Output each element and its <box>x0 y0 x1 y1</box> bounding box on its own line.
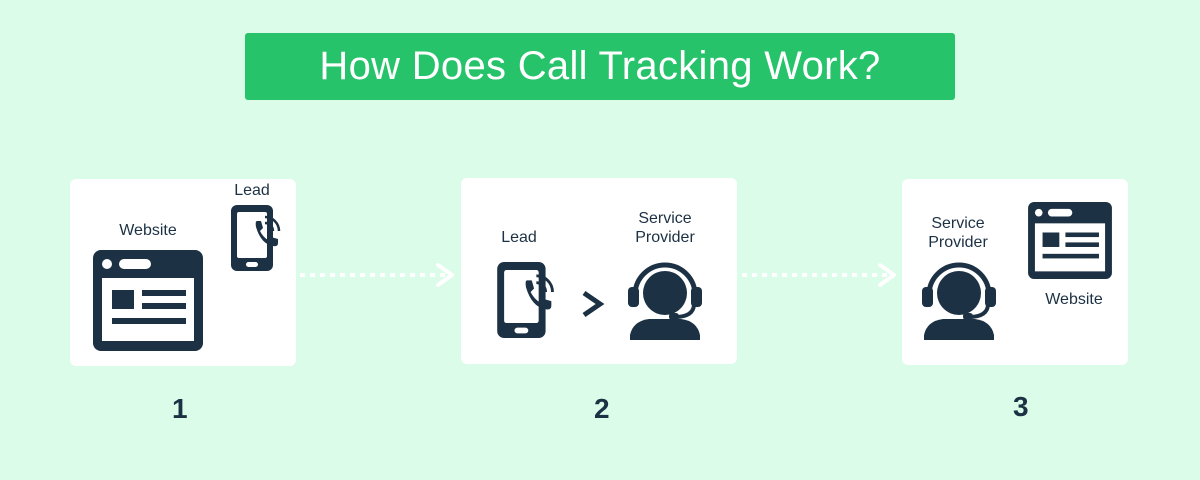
step-1-lead-label: Lead <box>234 182 270 199</box>
browser-window-icon <box>93 250 203 351</box>
phone-call-icon <box>231 205 281 271</box>
diagram-title: How Does Call Tracking Work? <box>245 33 955 100</box>
headset-agent-icon <box>922 262 996 340</box>
step-3-number: 3 <box>1013 391 1029 422</box>
chevron-right-icon <box>582 290 605 318</box>
step-3-website-label: Website <box>1045 291 1103 308</box>
headset-agent-icon <box>628 262 702 340</box>
browser-window-icon <box>1028 202 1112 279</box>
phone-call-icon <box>497 262 554 338</box>
step-1-website-label: Website <box>119 222 177 239</box>
flow-arrow-2-to-3 <box>742 263 896 287</box>
step-1-number: 1 <box>172 393 188 424</box>
step-2-lead-label: Lead <box>501 229 537 246</box>
step-2-number: 2 <box>594 393 610 424</box>
flow-arrow-1-to-2 <box>300 263 454 287</box>
step-2-provider-label: Service Provider <box>635 210 695 246</box>
step-3-provider-label: Service Provider <box>928 215 988 251</box>
